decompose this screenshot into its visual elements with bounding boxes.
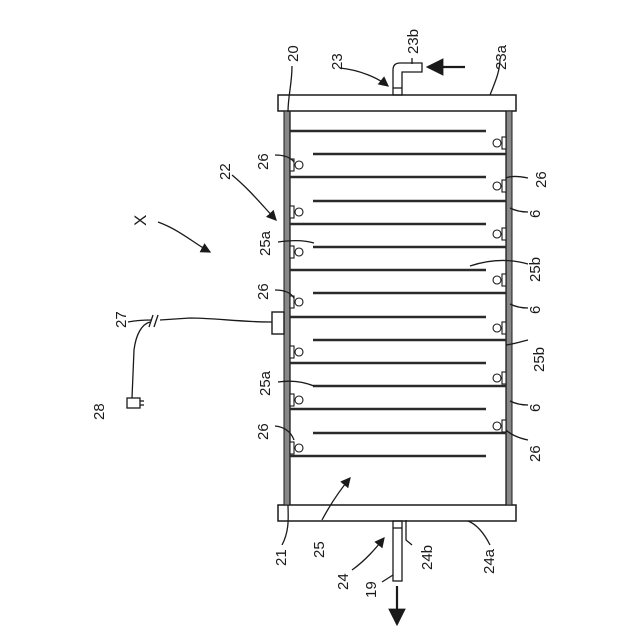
label-6-c: 6 (527, 404, 544, 412)
label-6-b: 6 (527, 306, 544, 314)
clip (290, 442, 303, 454)
label-23b: 23b (405, 29, 422, 54)
inlet-pipe (393, 63, 465, 95)
right-wall (506, 111, 512, 505)
label-21: 21 (273, 549, 290, 566)
label-22: 22 (217, 163, 234, 180)
leader-lines (128, 58, 528, 582)
top-flange (278, 95, 516, 111)
power-cable (127, 315, 272, 408)
clip (493, 420, 506, 432)
clip (493, 180, 506, 192)
label-23a: 23a (493, 44, 510, 70)
label-24a: 24a (481, 548, 498, 574)
label-25b-a: 25b (527, 257, 544, 282)
label-25a-bottom: 25a (257, 370, 274, 396)
clip (493, 372, 506, 384)
clip (493, 137, 506, 149)
label-26-top-right: 26 (533, 171, 550, 188)
label-26-mid-left: 26 (255, 283, 272, 300)
label-6-a: 6 (527, 210, 544, 218)
label-20: 20 (285, 45, 302, 62)
label-26-bottom-left: 26 (255, 423, 272, 440)
label-26-top-left: 26 (255, 153, 272, 170)
connector-box (272, 312, 284, 334)
left-wall (284, 111, 290, 505)
clip (290, 296, 303, 308)
plug (127, 398, 140, 408)
label-19: 19 (363, 581, 380, 598)
right-clips (493, 137, 506, 432)
label-25a-top: 25a (257, 230, 274, 256)
clip (493, 228, 506, 240)
label-25b-b: 25b (531, 347, 548, 372)
clip (290, 206, 303, 218)
label-25: 25 (311, 541, 328, 558)
label-28: 28 (91, 403, 108, 420)
outlet-pipe (393, 521, 402, 624)
label-X: X (131, 215, 150, 226)
plates (290, 131, 506, 456)
label-27: 27 (113, 311, 130, 328)
clip (290, 246, 303, 258)
label-24: 24 (335, 573, 352, 590)
clip (290, 394, 303, 406)
clip (290, 346, 303, 358)
label-26-bottom-right: 26 (527, 445, 544, 462)
bottom-flange (278, 505, 516, 521)
clip (493, 274, 506, 286)
clip (493, 322, 506, 334)
clip (290, 159, 303, 171)
label-24b: 24b (419, 545, 436, 570)
label-23: 23 (329, 53, 346, 70)
